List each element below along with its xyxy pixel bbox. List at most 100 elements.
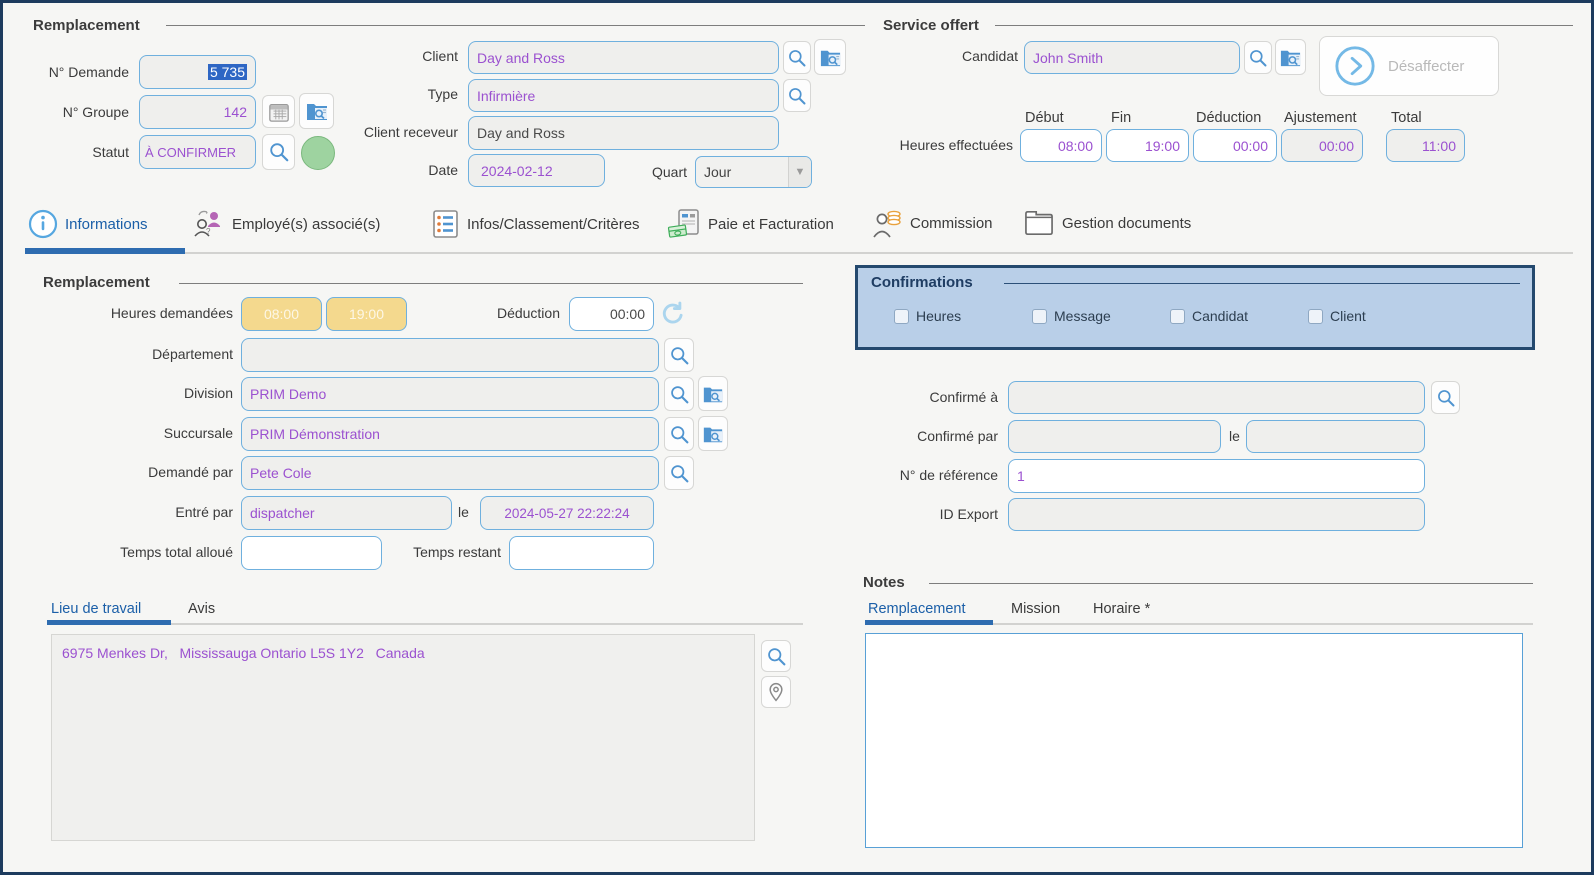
no-reference-field[interactable]: 1 — [1008, 459, 1425, 493]
group-title-remplacement-main: Remplacement — [43, 274, 150, 291]
succursale-field[interactable]: PRIM Démonstration — [241, 417, 659, 451]
tab-label: Paie et Facturation — [708, 215, 834, 233]
checkbox-heures[interactable]: Heures — [894, 308, 961, 324]
temps-restant-label: Temps restant — [413, 544, 501, 560]
type-field[interactable]: Infirmière — [468, 79, 779, 112]
client-lookup-button[interactable] — [814, 39, 846, 75]
heure-debut-field[interactable]: 08:00 — [241, 297, 322, 331]
checkbox-client[interactable]: Client — [1308, 308, 1366, 324]
type-value: Infirmière — [477, 87, 536, 104]
heure-debut-value: 08:00 — [263, 306, 300, 322]
departement-label: Département — [152, 346, 233, 362]
no-groupe-field[interactable]: 142 — [139, 95, 256, 129]
departement-field[interactable] — [241, 338, 659, 372]
col-deduction: Déduction — [1196, 110, 1262, 126]
adresse-list-item[interactable]: 6975 Menkes Dr, Mississauga Ontario L5S … — [62, 645, 425, 661]
tab-infos-classement-criteres[interactable]: Infos/Classement/Critères — [430, 209, 640, 239]
search-icon — [1250, 49, 1267, 66]
client-search-button[interactable] — [783, 41, 811, 74]
tab-paie-et-facturation[interactable]: Paie et Facturation — [667, 207, 834, 241]
subtab-lieu-de-travail[interactable]: Lieu de travail — [51, 601, 142, 617]
debut-field[interactable]: 08:00 — [1020, 129, 1102, 162]
tab-gestion-documents[interactable]: Gestion documents — [1023, 209, 1191, 237]
succursale-lookup-button[interactable] — [698, 416, 728, 451]
group-line — [166, 25, 865, 26]
division-lookup-button[interactable] — [698, 376, 728, 411]
succursale-search-button[interactable] — [664, 417, 694, 451]
heure-fin-value: 19:00 — [348, 306, 385, 322]
money-invoice-icon — [667, 209, 699, 238]
refresh-button[interactable] — [658, 299, 688, 334]
folder-search-icon — [306, 104, 327, 120]
temps-restant-field[interactable] — [509, 536, 654, 570]
subtab-avis[interactable]: Avis — [188, 601, 216, 617]
demande-par-field[interactable]: Pete Cole — [241, 456, 659, 490]
candidat-lookup-button[interactable] — [1275, 39, 1306, 75]
tab-commission[interactable]: Commission — [871, 207, 993, 239]
checkbox-message[interactable]: Message — [1032, 308, 1111, 324]
confirme-a-field[interactable] — [1008, 381, 1425, 414]
notes-tab-horaire[interactable]: Horaire * — [1093, 601, 1151, 617]
confirme-a-search-button[interactable] — [1431, 381, 1460, 414]
division-field[interactable]: PRIM Demo — [241, 377, 659, 411]
debut-value: 08:00 — [1057, 137, 1093, 154]
entre-le-field[interactable]: 2024-05-27 22:22:24 — [480, 496, 654, 530]
checkbox-candidat[interactable]: Candidat — [1170, 308, 1248, 324]
active-tab-underline — [25, 248, 185, 254]
temps-total-alloue-field[interactable] — [241, 536, 382, 570]
total-field[interactable]: 11:00 — [1386, 129, 1465, 162]
no-groupe-label: N° Groupe — [62, 104, 129, 120]
id-export-field[interactable] — [1008, 498, 1425, 531]
statut-search-button[interactable] — [262, 134, 295, 170]
checkbox-icon[interactable] — [1308, 308, 1323, 324]
statut-field[interactable]: À CONFIRMER — [139, 135, 256, 169]
candidat-field[interactable]: John Smith — [1024, 41, 1240, 74]
ajustement-field[interactable]: 00:00 — [1281, 129, 1363, 162]
client-receveur-label: Client receveur — [363, 124, 458, 140]
division-search-button[interactable] — [664, 377, 694, 411]
notes-tab-mission[interactable]: Mission — [1011, 601, 1061, 617]
lieu-de-travail-list: 6975 Menkes Dr, Mississauga Ontario L5S … — [51, 634, 755, 841]
calendar-button[interactable] — [262, 95, 295, 128]
notes-textarea[interactable] — [865, 633, 1523, 848]
search-icon — [767, 647, 785, 665]
deduction-value: 00:00 — [609, 306, 645, 322]
confirmations-panel: Confirmations Heures Message Candidat Cl… — [855, 265, 1535, 350]
info-icon — [28, 209, 58, 239]
tab-employes-associes[interactable]: ? Employé(s) associé(s) — [191, 207, 380, 241]
client-receveur-field[interactable]: Day and Ross — [468, 116, 779, 150]
tab-informations[interactable]: Informations — [28, 209, 148, 239]
fin-field[interactable]: 19:00 — [1106, 129, 1189, 162]
no-demande-field[interactable]: 5 735 — [139, 55, 256, 89]
subtab-baseline — [47, 623, 803, 625]
group-lookup-button[interactable] — [299, 93, 334, 129]
notes-tab-remplacement[interactable]: Remplacement — [868, 601, 966, 617]
quart-dropdown[interactable]: Jour ▼ — [695, 156, 812, 188]
candidat-value: John Smith — [1033, 49, 1104, 66]
adresse-map-button[interactable] — [761, 676, 791, 708]
heure-fin-field[interactable]: 19:00 — [326, 297, 407, 331]
folder-search-icon — [820, 50, 840, 66]
date-field[interactable]: 2024-02-12 — [468, 154, 605, 187]
candidat-search-button[interactable] — [1244, 41, 1272, 74]
deduction-field[interactable]: 00:00 — [569, 297, 654, 331]
checkbox-icon[interactable] — [894, 308, 909, 324]
demande-par-search-button[interactable] — [664, 456, 694, 490]
desaffecter-button[interactable]: Désaffecter — [1319, 36, 1499, 96]
departement-search-button[interactable] — [664, 338, 694, 372]
confirme-le-field[interactable] — [1246, 420, 1425, 453]
checkbox-icon[interactable] — [1032, 308, 1047, 324]
entre-par-field[interactable]: dispatcher — [241, 496, 452, 530]
client-field[interactable]: Day and Ross — [468, 41, 779, 74]
type-search-button[interactable] — [783, 79, 811, 112]
division-label: Division — [183, 385, 233, 401]
search-icon — [670, 385, 688, 403]
adresse-search-button[interactable] — [761, 640, 791, 672]
chevron-down-icon[interactable]: ▼ — [788, 157, 811, 187]
deduction-effectuee-field[interactable]: 00:00 — [1193, 129, 1277, 162]
checkbox-icon[interactable] — [1170, 308, 1185, 324]
confirme-par-field[interactable] — [1008, 420, 1221, 453]
no-groupe-value: 142 — [223, 104, 247, 120]
search-icon — [789, 49, 806, 66]
